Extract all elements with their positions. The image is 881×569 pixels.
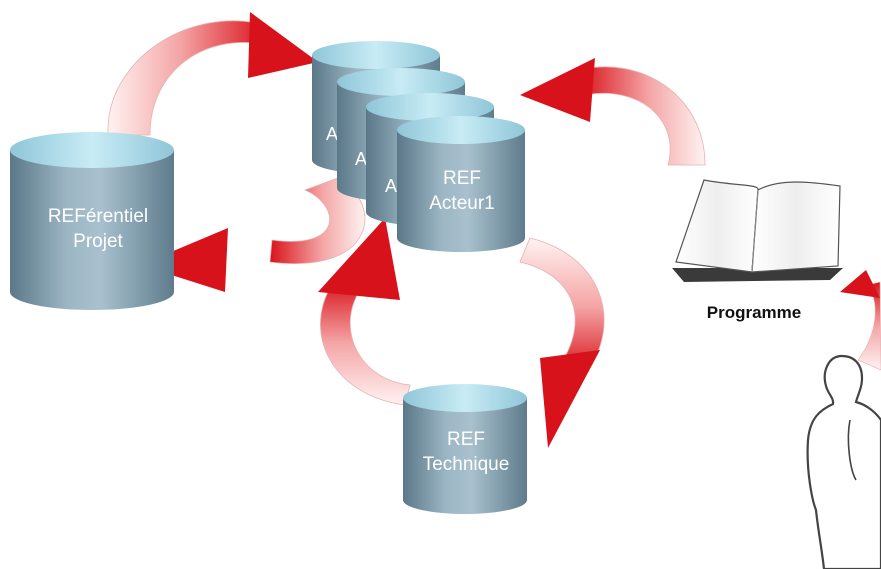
cylinder-ref-acteur1: REF Acteur1	[397, 116, 525, 252]
arrow-programme-to-acteurs	[520, 58, 706, 166]
acteur-stack-letter-1: A	[326, 124, 338, 144]
arrow-projet-to-acteurs	[107, 12, 318, 136]
ref-technique-line1: REF	[447, 429, 485, 450]
cylinder-stack-acteurs: A A A REF Acteur1	[312, 41, 525, 252]
ref-technique-line2: Technique	[423, 454, 510, 475]
cylinder-referentiel-projet: REFérentiel Projet	[10, 132, 174, 310]
arrow-person-to-programme	[840, 270, 881, 371]
acteur-stack-letter-2: A	[355, 149, 367, 169]
acteur-stack-letter-3: A	[385, 176, 397, 196]
referentiel-projet-line1: REFérentiel	[48, 206, 148, 227]
ref-acteur1-line1: REF	[443, 168, 481, 189]
arrow-acteurs-to-technique	[519, 237, 605, 448]
arrow-technique-to-acteurs	[318, 218, 411, 406]
open-book-icon	[672, 179, 843, 282]
ref-acteur1-line2: Acteur1	[429, 193, 494, 214]
arrow-acteurs-to-projet	[140, 177, 366, 292]
referentiel-projet-line2: Projet	[73, 231, 123, 252]
cylinder-ref-technique: REF Technique	[403, 384, 527, 514]
programme-label: Programme	[707, 303, 801, 322]
person-silhouette-icon	[806, 354, 881, 569]
